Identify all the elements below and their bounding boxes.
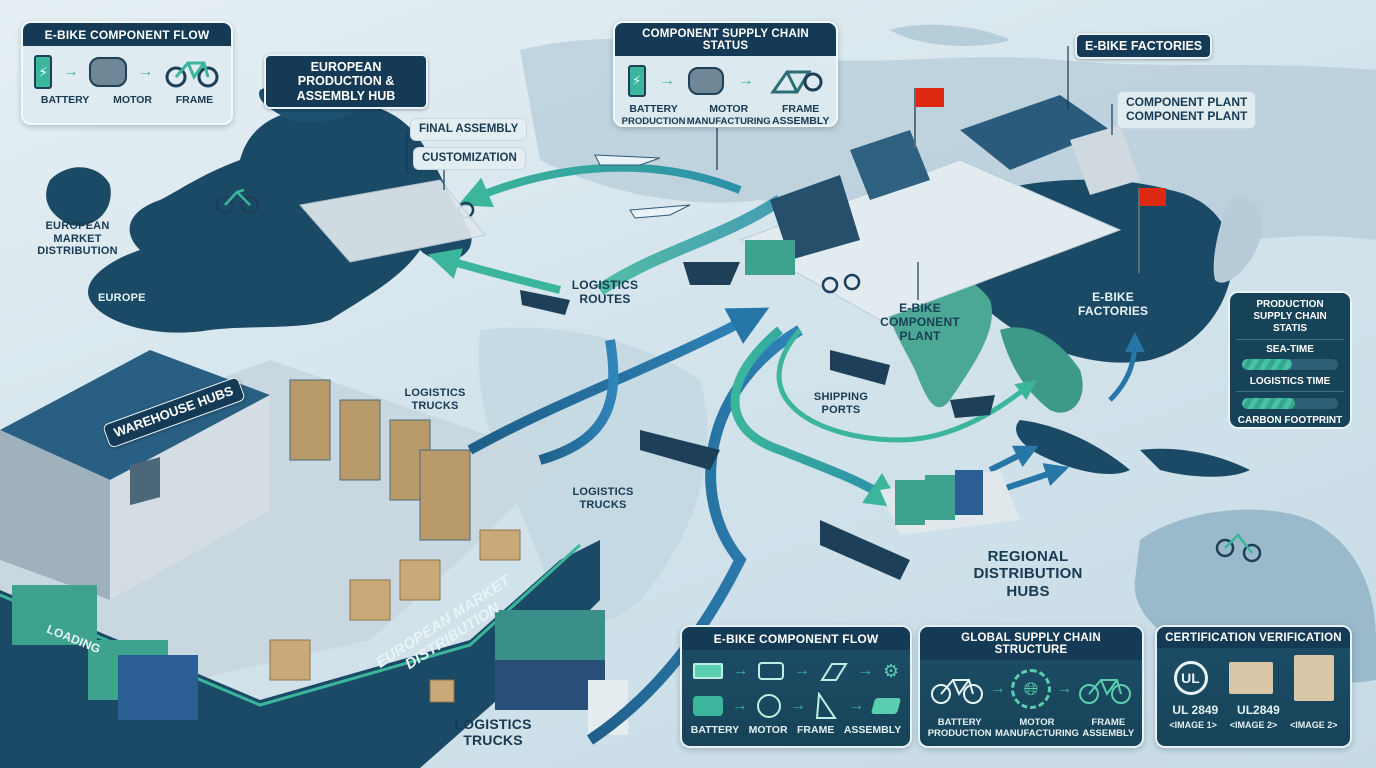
- e-bike-factories-tag: E-BIKE FACTORIES: [1075, 33, 1213, 60]
- arrow-right-icon: →: [62, 63, 79, 80]
- component-flow-panel-top: E-BIKE COMPONENT FLOW ⚡ → → BATTERY MOTO…: [21, 21, 233, 125]
- arrow-right-icon: →: [731, 697, 748, 714]
- step-label: FRAME: [797, 724, 835, 736]
- logistics-trucks-label: LOGISTICS TRUCKS: [572, 486, 634, 511]
- battery-icon: [692, 663, 723, 679]
- ul-logo-icon: UL: [1173, 661, 1208, 695]
- flag-pole: [1138, 188, 1140, 273]
- panel-title: CERTIFICATION VERIFICATION: [1157, 627, 1350, 648]
- logistics-trucks-label: LOGISTICS TRUCKS: [404, 387, 466, 412]
- sea-time-progress-bar: [1242, 359, 1338, 370]
- shipping-ports-label: SHIPPING PORTS: [813, 391, 869, 416]
- frame-icon: [819, 663, 848, 681]
- bike-icon: [1079, 679, 1132, 704]
- certificate-image-1: [1228, 662, 1273, 694]
- motor-icon: [688, 67, 725, 95]
- final-assembly-label: FINAL ASSEMBLY: [410, 118, 528, 142]
- arrow-right-icon: →: [789, 697, 806, 714]
- step-label: MOTOR: [748, 724, 788, 736]
- step-label: BATTERY: [690, 724, 740, 736]
- bike-icon: [930, 679, 983, 704]
- component-flow-panel-bottom: E-BIKE COMPONENT FLOW → → → ⚙ → → → BATT…: [680, 625, 912, 748]
- frame-icon: [770, 70, 823, 94]
- panel-title: E-BIKE COMPONENT FLOW: [682, 627, 910, 650]
- e-bike-component-plant-map-label: E-BIKE COMPONENT PLANT: [880, 301, 960, 343]
- european-market-distribution-label: EUROPEAN MARKET DISTRIBUTION: [37, 220, 118, 258]
- china-flag-icon: [916, 88, 944, 107]
- arrow-right-icon: →: [848, 697, 865, 714]
- step-label: FRAME: [175, 94, 214, 106]
- bike-icon: [165, 61, 219, 88]
- frame-icon: [816, 692, 837, 719]
- arrow-right-icon: →: [857, 662, 874, 679]
- battery-icon: ⚡: [34, 55, 53, 89]
- arrow-right-icon: →: [659, 72, 676, 89]
- motor-icon: [88, 57, 127, 87]
- step-label: BATTERY: [40, 94, 90, 106]
- battery-icon: ⚡: [627, 65, 646, 97]
- logistics-trucks-label: LOGISTICS TRUCKS: [454, 716, 532, 749]
- logistics-time-label: LOGISTICS TIME: [1249, 376, 1331, 387]
- sea-time-label: SEA-TIME: [1266, 344, 1314, 355]
- certification-panel: CERTIFICATION VERIFICATION UL UL 2849 UL…: [1155, 625, 1352, 748]
- logistics-routes-label: LOGISTICS ROUTES: [571, 278, 639, 306]
- panel-title: GLOBAL SUPPLY CHAIN STRUCTURE: [920, 627, 1142, 660]
- china-flag-icon: [1140, 188, 1166, 206]
- arrow-right-icon: →: [137, 63, 154, 80]
- arrow-right-icon: →: [732, 662, 749, 679]
- arrow-right-icon: →: [989, 680, 1006, 697]
- arrow-right-icon: →: [793, 662, 810, 679]
- certificate-image-2: [1293, 655, 1334, 701]
- motor-icon: [756, 694, 781, 718]
- cert-sub-label: <IMAGE 1>: [1169, 719, 1217, 730]
- carbon-footprint-label: CARBON FOOTPRINT: [1237, 415, 1343, 426]
- panel-title: COMPONENT SUPPLY CHAIN STATUS: [615, 23, 836, 56]
- europe-region-label: EUROPE: [98, 292, 146, 304]
- flag-pole: [914, 88, 916, 148]
- motor-icon: [758, 662, 785, 680]
- component-supply-status-panel: COMPONENT SUPPLY CHAIN STATUS ⚡ → → BATT…: [613, 21, 838, 127]
- assembly-icon: [871, 698, 902, 714]
- panel-title: E-BIKE COMPONENT FLOW: [23, 23, 231, 46]
- customization-label: CUSTOMIZATION: [413, 147, 526, 171]
- europe-hub-label: EUROPEAN PRODUCTION & ASSEMBLY HUB: [264, 54, 428, 110]
- global-supply-chain-panel: GLOBAL SUPPLY CHAIN STRUCTURE → 🌐︎ → BAT…: [918, 625, 1144, 748]
- cert-sub-label: <IMAGE 2>: [1229, 719, 1278, 730]
- step-label: MOTOR: [113, 94, 152, 106]
- cert-label: UL 2849: [1172, 703, 1219, 717]
- cert-sub-label: <IMAGE 2>: [1290, 719, 1338, 730]
- globe-cycle-icon: 🌐︎: [1010, 669, 1051, 709]
- e-bike-factories-map-label: E-BIKE FACTORIES: [1078, 290, 1149, 318]
- regional-distribution-hubs-label: REGIONAL DISTRIBUTION HUBS: [973, 548, 1083, 600]
- arrow-right-icon: →: [737, 72, 754, 89]
- battery-pack-icon: [692, 696, 723, 716]
- step-label: ASSEMBLY: [843, 724, 902, 736]
- cert-label: UL2849: [1237, 703, 1280, 717]
- carbon-footprint-progress-bar: [1242, 398, 1338, 409]
- gears-icon: ⚙: [882, 660, 900, 681]
- arrow-right-icon: →: [1056, 680, 1073, 697]
